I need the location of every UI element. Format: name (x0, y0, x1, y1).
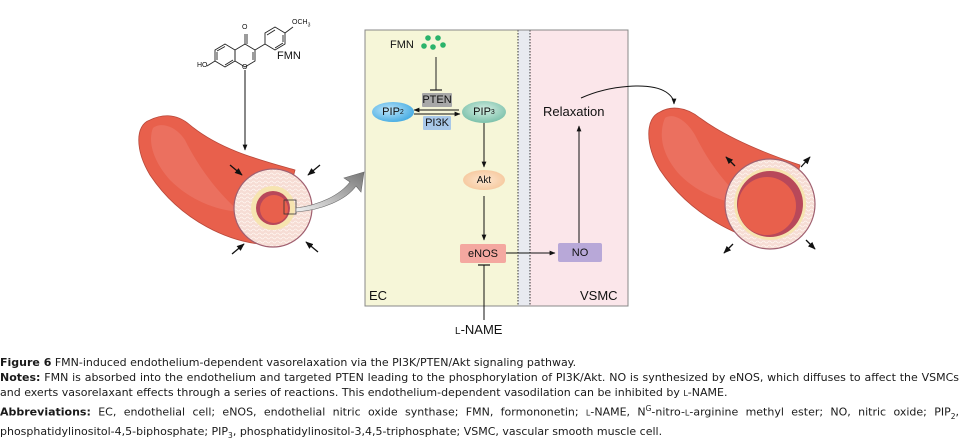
enos-shape (460, 244, 506, 263)
abbr-text: -NAME, N (590, 405, 646, 419)
caption-title-text: FMN-induced endothelium-dependent vasore… (54, 356, 577, 369)
benzo-ring (214, 43, 236, 68)
constriction-arrows (229, 164, 321, 255)
akt-shape (463, 170, 505, 190)
zoom-in-arrow (295, 171, 365, 213)
pip3-shape (462, 101, 506, 123)
membrane-region (518, 30, 530, 306)
enos-node: eNOS (468, 247, 498, 260)
fmn-molecule (206, 26, 294, 68)
abbr-text: , phosphatidylinositol-4,5-biphosphate; … (0, 405, 959, 438)
vsmc-label: VSMC (580, 288, 618, 303)
pip2-shape (372, 102, 414, 122)
abbr-sup: G (645, 403, 652, 413)
molecule-och3-label: OCH3 (292, 19, 311, 29)
fmn-label: FMN (390, 39, 414, 51)
pi3k-shape (423, 116, 451, 130)
left-vessel (138, 115, 313, 248)
signaling-panel (364, 29, 629, 307)
abbr-text: EC, endothelial cell; eNOS, endothelial … (98, 405, 586, 419)
notes-label: Notes: (0, 371, 41, 385)
figure-number: Figure 6 (0, 356, 52, 369)
molecule-ring-o-label: O (242, 64, 248, 71)
abbr-sub: 2 (950, 411, 956, 421)
figure-graphics (138, 26, 816, 320)
ec-label: EC (369, 288, 388, 303)
abbr-smallcap: l (684, 405, 690, 419)
caption-notes: Notes: FMN is absorbed into the endothel… (0, 370, 959, 400)
caption-title: Figure 6 FMN-induced endothelium-depende… (0, 355, 959, 370)
notes-text-end: -NAME. (687, 386, 728, 400)
no-node: NO (571, 246, 589, 259)
caption-abbreviations: Abbreviations: EC, endothelial cell; eNO… (0, 401, 959, 443)
akt-node: Akt (476, 174, 492, 186)
figure-caption: Figure 6 FMN-induced endothelium-depende… (0, 355, 959, 443)
pten-shape (422, 93, 452, 107)
abbr-text: , phosphatidylinositol-3,4,5-triphosphat… (232, 424, 663, 438)
notes-text: FMN is absorbed into the endothelium and… (0, 371, 959, 400)
abbr-text: -arginine methyl ester; NO, nitric oxide… (689, 405, 951, 419)
molecule-carbonyl-o-label: O (242, 24, 248, 31)
molecule-name-label: FMN (277, 50, 301, 62)
lname-label: L-NAME (455, 322, 503, 337)
abbr-text: -nitro- (651, 405, 685, 419)
pi3k-node: PI3K (425, 117, 449, 129)
abbr-smallcap: l (585, 405, 591, 419)
relaxation-label: Relaxation (543, 104, 605, 119)
dilation-arrows (723, 156, 816, 254)
right-vessel (648, 107, 816, 250)
abbreviations-label: Abbreviations: (0, 405, 91, 419)
fmn-dots (421, 35, 446, 50)
relaxation-to-vessel-arrow (580, 85, 677, 105)
pten-node: PTEN (422, 94, 452, 106)
no-shape (558, 243, 602, 262)
abbr-sub: 3 (228, 430, 233, 440)
notes-smallcap: l (683, 386, 688, 400)
ec-region (365, 30, 518, 306)
zoom-region-box (283, 199, 297, 215)
molecule-ho-label: HO (197, 62, 208, 69)
